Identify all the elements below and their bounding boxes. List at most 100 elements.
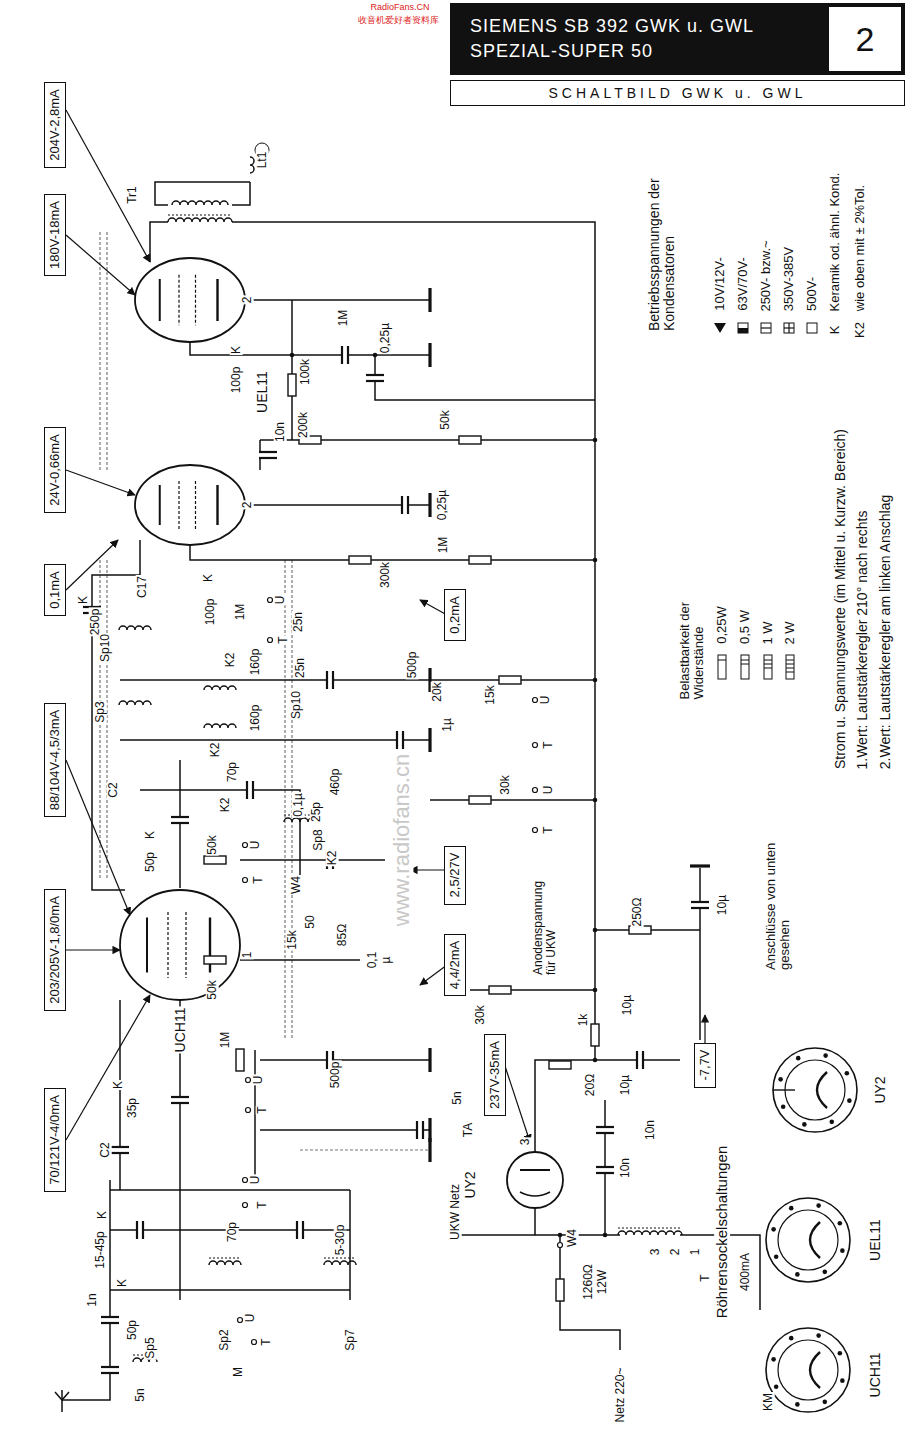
capacitor-gap [171,1097,189,1103]
part-label: W4 [566,1228,579,1248]
socket-inner [778,1340,838,1400]
capacitor-symbol [171,822,189,824]
part-label: 100k [299,358,312,386]
part-label: 5-30p [334,1224,347,1257]
junction-dot [789,1336,794,1341]
part-label: Sp8 [312,828,325,851]
wire [150,222,168,262]
capacitor-gap [171,817,189,823]
capacitor-symbol [296,1221,298,1239]
junction-dot [290,353,295,358]
resistor-symbol [204,956,226,964]
capacitor-symbol [332,671,334,689]
legend-sample [764,660,772,661]
part-label: K [144,830,157,840]
part-label: U [542,785,555,796]
part-label: 3 [649,1248,662,1257]
wire [110,1189,350,1191]
part-label: T [256,1105,269,1114]
part-label: 50p [144,851,157,873]
part-label: UEL11 [255,370,270,414]
node-text: SPEZIAL-SUPER 50 [470,39,825,64]
part-label: 35p [126,1097,139,1119]
junction-dot [845,1071,850,1076]
watermark: 收音机爱好者资料库 [357,16,440,25]
part-label: 0,1 [366,951,379,970]
node-text: SCHALTBILD GWK u. GWL [549,85,807,101]
part-label: 1M [337,309,350,328]
part-label: K2 [853,321,867,339]
leader-arrow [420,600,447,615]
capacitor-symbol [101,1322,119,1324]
part-label: 2.Wert: Lautstärkeregler am linken Ansch… [878,494,893,770]
legend-text: 0,25W [715,605,729,645]
grid [195,481,196,529]
junction-dot [847,1098,852,1103]
junction-dot [774,1384,779,1389]
legend-sample [718,660,726,661]
node-text: 0,1mA [48,571,62,609]
switch-contact [243,843,248,848]
part-label: Lt1 [256,151,269,170]
part-label: Anodenspannung für UKW [532,874,557,976]
subtitle-box: SCHALTBILD GWK u. GWL [450,80,905,106]
junction-dot [795,1272,800,1277]
leader-arrow [66,949,120,950]
switch-contact [252,1340,257,1345]
capacitor-symbol [691,901,709,903]
antenna-symbol [62,1399,78,1401]
junction-dot [816,1203,821,1208]
part-label: 1M [219,1031,232,1050]
part-label: K [112,1080,125,1090]
measurement-box: 0,1mA [44,564,66,616]
leader-arrow [66,235,135,295]
rectifier-tube [507,1152,563,1208]
part-label: K2 [326,850,339,867]
capacitor-gap [101,1367,119,1373]
wire [240,859,385,861]
part-label: UEL11 [868,1218,883,1262]
legend-sample [741,660,749,661]
junction-dot [829,1120,834,1125]
wire [349,1190,351,1300]
legend-text: 63V/70V- [736,256,750,312]
junction-dot [558,1233,563,1238]
part-label: 1260Ω [582,1263,595,1301]
switch-contact [558,1243,563,1248]
wire [560,1235,620,1350]
shield-line [284,560,285,1040]
wire [245,299,430,301]
part-label: C17 [136,575,149,599]
socket-outline [766,1328,850,1412]
part-label: T [277,635,290,644]
capacitor-symbol [596,1126,614,1128]
part-label: 70p [226,761,239,783]
wire [120,679,430,681]
node-text: 180V-18mA [48,201,62,269]
part-label: K2 [219,797,232,814]
part-label: 1 [689,1248,702,1257]
wire [240,959,360,961]
legend-sample [784,327,794,328]
anode [216,279,218,321]
capacitor-symbol [636,1051,638,1069]
legend-sample [764,655,772,679]
ground-symbol [428,288,431,312]
coil-symbol [119,701,151,705]
part-label: 10µ [716,894,729,916]
capacitor-symbol [111,1152,129,1154]
capacitor-symbol [402,731,404,749]
switch-contact [268,638,273,643]
measurement-box: 180V-18mA [44,194,66,276]
capacitor-gap [342,346,348,364]
legend-sample [786,668,794,669]
leader-arrow [503,1060,530,1142]
part-label: Betriebsspannungen der Kondensatoren [647,150,676,332]
ground-symbol [428,728,431,752]
capacitor-gap [111,1147,129,1153]
part-label: wie oben mit ± 2%Tol. [853,184,867,312]
coil-symbol [204,686,236,690]
part-label: 1M [437,536,450,555]
part-label: 300k [379,561,392,589]
capacitor-symbol [401,496,403,514]
